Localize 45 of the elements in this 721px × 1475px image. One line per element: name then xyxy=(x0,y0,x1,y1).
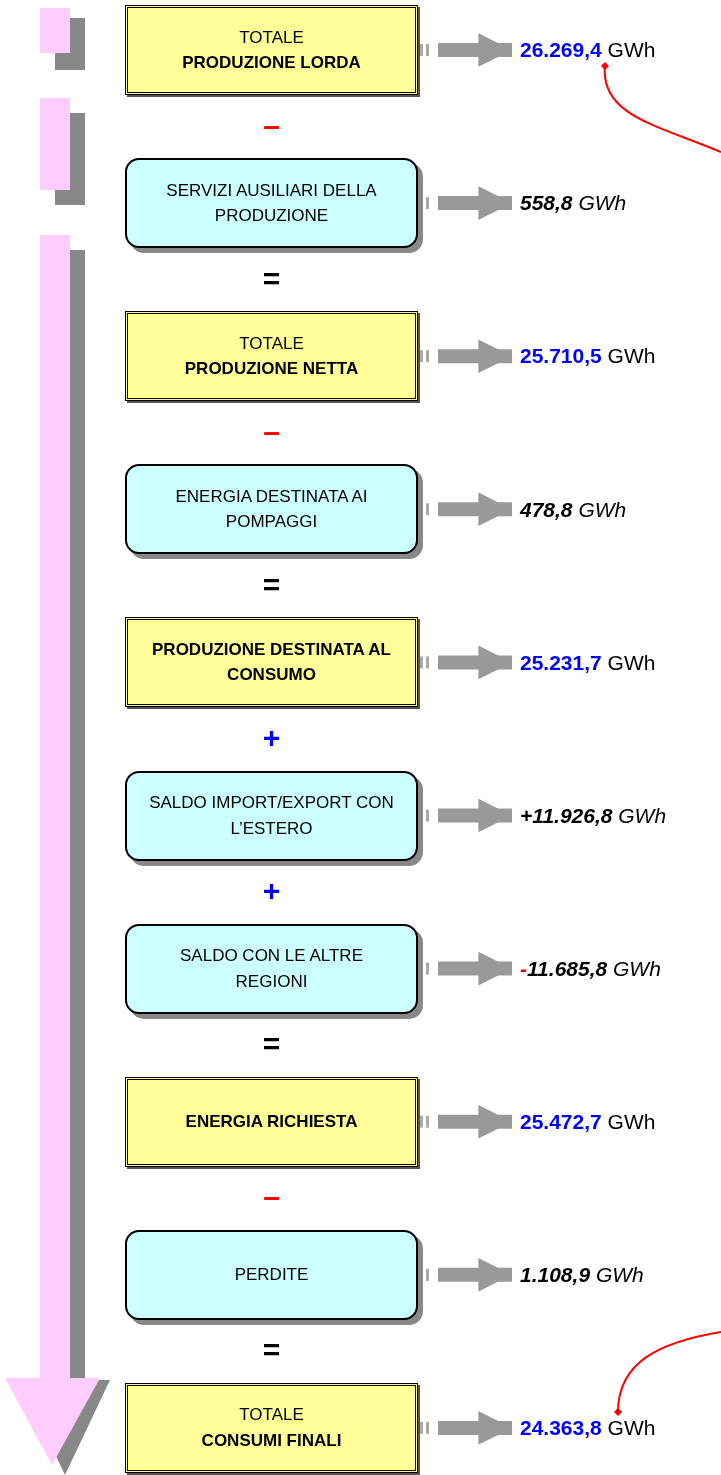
value-text: 26.269,4 GWh xyxy=(520,37,656,64)
value-text: 25.710,5 GWh xyxy=(520,343,656,370)
value-text: 558,8 GWh xyxy=(520,190,627,217)
box-text: SALDO CON LE ALTRE REGIONI xyxy=(179,945,364,993)
operator-sign: = xyxy=(261,569,282,600)
box-text: TOTALE xyxy=(239,26,304,49)
block-arrow xyxy=(420,1104,512,1139)
box-text: CONSUMI FINALI xyxy=(201,1429,342,1452)
operator-sign: = xyxy=(261,1029,282,1060)
value-text: 24.363,8 GWh xyxy=(520,1415,656,1442)
value-text: 11.685,8 GWh xyxy=(527,955,661,982)
operator-sign: = xyxy=(261,1335,282,1366)
operator-sign: + xyxy=(261,722,282,753)
box-text: SALDO IMPORT/EXPORT CON L’ESTERO xyxy=(148,792,395,840)
process-box xyxy=(125,5,418,95)
operator-sign: – xyxy=(262,1182,281,1213)
curved-connector xyxy=(601,62,721,153)
box-text: TOTALE xyxy=(239,332,304,355)
box-text: SERVIZI AUSILIARI DELLA PRODUZIONE xyxy=(165,179,378,228)
process-box xyxy=(125,617,418,708)
block-arrow xyxy=(420,339,512,373)
block-arrow xyxy=(420,1411,512,1445)
box-text: PERDITE xyxy=(234,1264,309,1287)
process-box xyxy=(125,1076,418,1167)
value-text: 25.472,7 GWh xyxy=(520,1108,656,1135)
box-text: TOTALE xyxy=(239,1404,304,1427)
box-text: PRODUZIONE NETTA xyxy=(184,358,359,381)
box-text: PRODUZIONE DESTINATA AL CONSUMO xyxy=(151,638,392,687)
curved-connector xyxy=(614,1330,721,1416)
value-text: 25.231,7 GWh xyxy=(520,649,656,676)
operator-sign: + xyxy=(261,876,282,907)
value-text: 1.108,9 GWh xyxy=(520,1262,644,1289)
process-box xyxy=(125,1382,418,1473)
operator-sign: – xyxy=(262,110,281,141)
process-box xyxy=(125,311,418,402)
value-text: 478,8 GWh xyxy=(520,496,627,523)
block-arrow xyxy=(420,645,512,680)
value-text: +11.926,8 GWh xyxy=(520,802,667,829)
box-text: PRODUZIONE LORDA xyxy=(182,52,361,74)
operator-sign: – xyxy=(262,416,281,447)
box-text: ENERGIA RICHIESTA xyxy=(185,1110,358,1133)
operator-sign: = xyxy=(261,263,282,294)
box-text: ENERGIA DESTINATA AI POMPAGGI xyxy=(174,485,369,534)
block-arrow xyxy=(420,33,512,67)
value-text: - xyxy=(520,955,527,982)
